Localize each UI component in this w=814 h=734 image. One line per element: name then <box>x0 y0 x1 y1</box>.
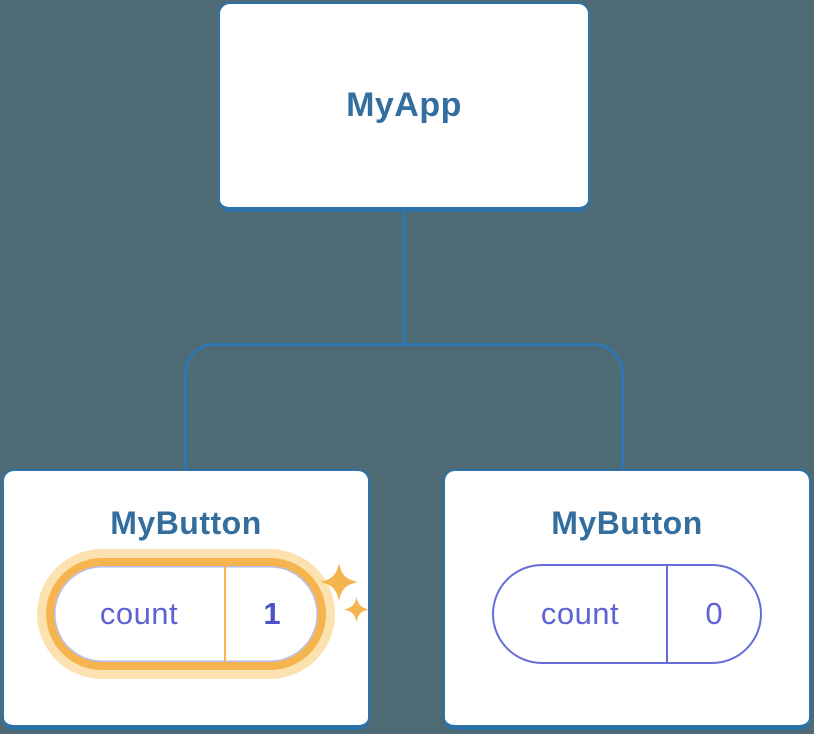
child-node-card-left: MyButton count 1 <box>2 469 370 730</box>
child-node-label: MyButton <box>110 505 262 541</box>
state-name-label: count <box>99 596 179 631</box>
state-pill: count 0 <box>492 564 762 664</box>
root-node-label: MyApp <box>346 86 462 124</box>
children-connector-bracket <box>183 343 624 469</box>
root-node-card: MyApp <box>218 2 590 212</box>
state-pill-highlighted: count 1 <box>46 558 326 670</box>
child-node-label: MyButton <box>551 505 703 541</box>
state-value: 1 <box>224 566 318 662</box>
root-connector-line <box>403 209 406 345</box>
state-value: 0 <box>666 566 760 662</box>
child-node-card-right: MyButton count 0 <box>443 469 811 730</box>
state-name-label: count <box>540 596 620 631</box>
sparkle-icon-large <box>320 563 358 601</box>
sparkle-icon-small <box>344 597 369 622</box>
